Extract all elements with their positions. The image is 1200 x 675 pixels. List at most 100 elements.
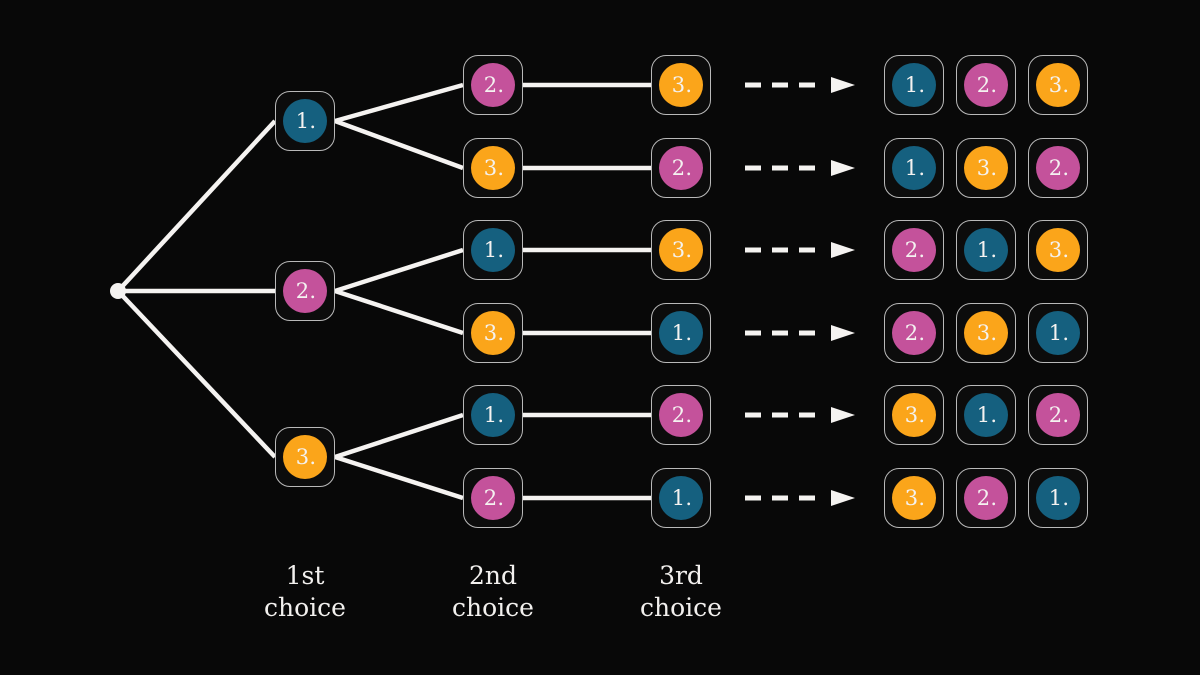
- arrow-dash: [772, 82, 788, 88]
- first-choice-node-2[interactable]: 2.: [275, 261, 335, 321]
- arrow-dash: [772, 330, 788, 336]
- tree-edge: [116, 119, 277, 293]
- choice-disc-pink: 2.: [283, 269, 327, 313]
- dashed-arrow-2: [745, 158, 857, 178]
- column-label-3: 3rd choice: [640, 561, 722, 622]
- result-disc-pink: 2.: [892, 228, 936, 272]
- result-node-r2-c1[interactable]: 1.: [884, 138, 944, 198]
- first-choice-node-3[interactable]: 3.: [275, 427, 335, 487]
- dashed-arrow-1: [745, 75, 857, 95]
- dashed-arrow-4: [745, 323, 857, 343]
- result-node-r1-c1[interactable]: 1.: [884, 55, 944, 115]
- result-node-r2-c3[interactable]: 2.: [1028, 138, 1088, 198]
- result-disc-orange: 3.: [964, 311, 1008, 355]
- choice-disc-blue: 1.: [471, 228, 515, 272]
- result-node-r3-c3[interactable]: 3.: [1028, 220, 1088, 280]
- arrow-dash: [745, 82, 761, 88]
- result-disc-orange: 3.: [1036, 228, 1080, 272]
- result-node-r2-c2[interactable]: 3.: [956, 138, 1016, 198]
- result-node-r4-c2[interactable]: 3.: [956, 303, 1016, 363]
- dashed-arrow-6: [745, 488, 857, 508]
- arrow-head-icon: [831, 160, 855, 176]
- second-choice-node-2[interactable]: 3.: [463, 138, 523, 198]
- choice-disc-blue: 1.: [283, 99, 327, 143]
- choice-disc-orange: 3.: [283, 435, 327, 479]
- result-disc-pink: 2.: [964, 63, 1008, 107]
- arrow-dash: [772, 495, 788, 501]
- arrow-dash: [799, 330, 815, 336]
- first-choice-node-1[interactable]: 1.: [275, 91, 335, 151]
- column-label-2: 2nd choice: [452, 561, 534, 622]
- tree-edge: [334, 247, 464, 294]
- result-node-r5-c3[interactable]: 2.: [1028, 385, 1088, 445]
- result-disc-orange: 3.: [964, 146, 1008, 190]
- choice-disc-pink: 2.: [471, 63, 515, 107]
- choice-disc-orange: 3.: [659, 228, 703, 272]
- result-node-r4-c3[interactable]: 1.: [1028, 303, 1088, 363]
- arrow-dash: [799, 165, 815, 171]
- tree-edge: [334, 288, 464, 336]
- choice-disc-pink: 2.: [659, 393, 703, 437]
- arrow-dash: [745, 412, 761, 418]
- third-choice-node-2[interactable]: 2.: [651, 138, 711, 198]
- choice-disc-blue: 1.: [659, 476, 703, 520]
- choice-disc-orange: 3.: [471, 146, 515, 190]
- arrow-dash: [772, 412, 788, 418]
- result-node-r1-c2[interactable]: 2.: [956, 55, 1016, 115]
- tree-edge: [334, 412, 464, 460]
- result-node-r3-c1[interactable]: 2.: [884, 220, 944, 280]
- third-choice-node-5[interactable]: 2.: [651, 385, 711, 445]
- dashed-arrow-5: [745, 405, 857, 425]
- third-choice-node-1[interactable]: 3.: [651, 55, 711, 115]
- result-disc-blue: 1.: [892, 146, 936, 190]
- result-disc-blue: 1.: [1036, 311, 1080, 355]
- result-disc-blue: 1.: [964, 228, 1008, 272]
- second-choice-node-6[interactable]: 2.: [463, 468, 523, 528]
- result-node-r5-c2[interactable]: 1.: [956, 385, 1016, 445]
- result-node-r3-c2[interactable]: 1.: [956, 220, 1016, 280]
- choice-disc-blue: 1.: [471, 393, 515, 437]
- result-disc-pink: 2.: [964, 476, 1008, 520]
- tree-edge: [334, 454, 464, 501]
- result-node-r4-c1[interactable]: 2.: [884, 303, 944, 363]
- arrow-head-icon: [831, 77, 855, 93]
- dashed-arrow-3: [745, 240, 857, 260]
- second-choice-node-3[interactable]: 1.: [463, 220, 523, 280]
- choice-disc-pink: 2.: [659, 146, 703, 190]
- third-choice-node-6[interactable]: 1.: [651, 468, 711, 528]
- result-disc-orange: 3.: [892, 476, 936, 520]
- arrow-dash: [772, 247, 788, 253]
- result-disc-blue: 1.: [1036, 476, 1080, 520]
- arrow-dash: [745, 247, 761, 253]
- result-disc-pink: 2.: [892, 311, 936, 355]
- result-disc-blue: 1.: [964, 393, 1008, 437]
- result-disc-orange: 3.: [892, 393, 936, 437]
- arrow-dash: [799, 247, 815, 253]
- second-choice-node-1[interactable]: 2.: [463, 55, 523, 115]
- choice-disc-orange: 3.: [471, 311, 515, 355]
- third-choice-node-4[interactable]: 1.: [651, 303, 711, 363]
- result-node-r1-c3[interactable]: 3.: [1028, 55, 1088, 115]
- arrow-dash: [745, 330, 761, 336]
- arrow-dash: [745, 495, 761, 501]
- arrow-dash: [799, 495, 815, 501]
- result-disc-pink: 2.: [1036, 146, 1080, 190]
- tree-edge: [116, 289, 277, 459]
- second-choice-node-5[interactable]: 1.: [463, 385, 523, 445]
- arrow-head-icon: [831, 325, 855, 341]
- result-node-r6-c3[interactable]: 1.: [1028, 468, 1088, 528]
- arrow-dash: [799, 412, 815, 418]
- third-choice-node-3[interactable]: 3.: [651, 220, 711, 280]
- result-node-r5-c1[interactable]: 3.: [884, 385, 944, 445]
- result-node-r6-c2[interactable]: 2.: [956, 468, 1016, 528]
- arrow-head-icon: [831, 242, 855, 258]
- result-disc-orange: 3.: [1036, 63, 1080, 107]
- choice-disc-blue: 1.: [659, 311, 703, 355]
- result-disc-pink: 2.: [1036, 393, 1080, 437]
- second-choice-node-4[interactable]: 3.: [463, 303, 523, 363]
- arrow-head-icon: [831, 407, 855, 423]
- result-node-r6-c1[interactable]: 3.: [884, 468, 944, 528]
- result-disc-blue: 1.: [892, 63, 936, 107]
